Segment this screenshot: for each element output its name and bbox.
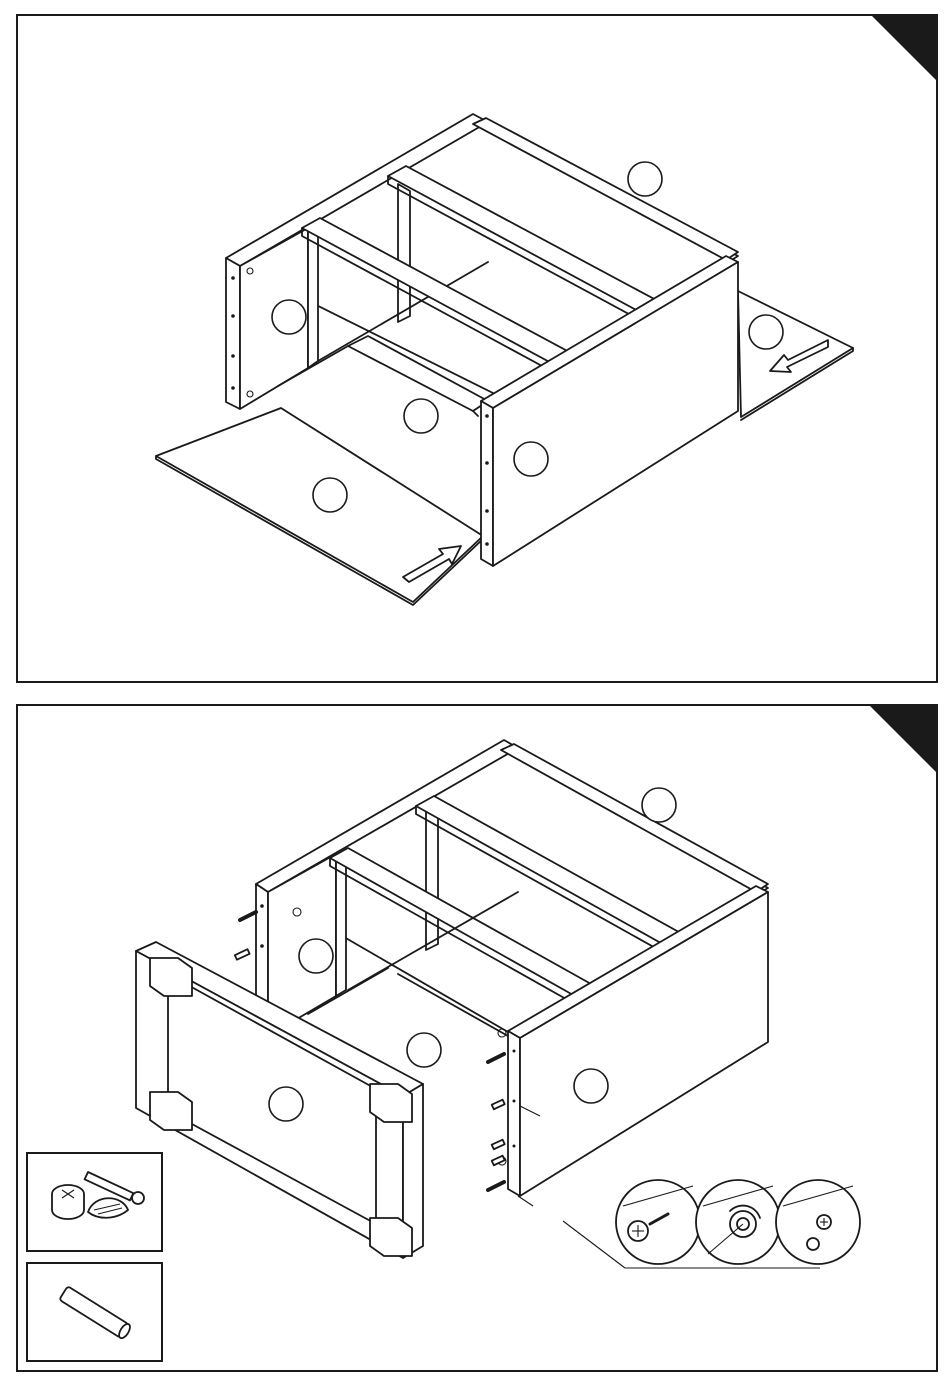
corner-block-tl xyxy=(150,958,192,996)
callout-right xyxy=(574,1069,608,1103)
callout-left xyxy=(272,300,306,334)
hardware-inset-cam xyxy=(26,1152,163,1252)
callout-shelf xyxy=(404,399,438,433)
assembly-step-upper xyxy=(16,14,938,683)
callout-rear xyxy=(642,788,676,822)
cam-locked-detail xyxy=(776,1180,860,1264)
corner-block-bl xyxy=(150,1092,192,1130)
corner-block-tr xyxy=(370,1084,412,1122)
callout-right xyxy=(514,442,548,476)
callout-bottom xyxy=(313,478,347,512)
callout-rear xyxy=(628,162,662,196)
cam-insert-detail xyxy=(616,1180,700,1264)
partition xyxy=(308,228,318,368)
dowel-left xyxy=(235,949,250,959)
corner-tab xyxy=(870,706,936,772)
right-side-front-edge xyxy=(508,1031,520,1196)
cam-rotate-detail xyxy=(696,1180,780,1264)
callout-left xyxy=(299,939,333,973)
right-side-front-edge xyxy=(481,401,493,566)
wooden-dowel-icon xyxy=(28,1264,161,1360)
cam-lock-bolt-icon xyxy=(28,1154,161,1250)
corner-block-br xyxy=(370,1218,412,1256)
back-panel xyxy=(738,291,853,417)
cam-bolt-left xyxy=(240,912,256,920)
callout-shelf xyxy=(407,1033,441,1067)
callout-front xyxy=(269,1087,303,1121)
hardware-inset-dowel xyxy=(26,1262,163,1362)
corner-tab xyxy=(872,16,936,80)
cam-bolt-right-top xyxy=(488,1054,504,1062)
cam-bolt-right-bottom xyxy=(488,1182,504,1190)
upper-diagram xyxy=(18,16,936,681)
callout-back xyxy=(749,315,783,349)
